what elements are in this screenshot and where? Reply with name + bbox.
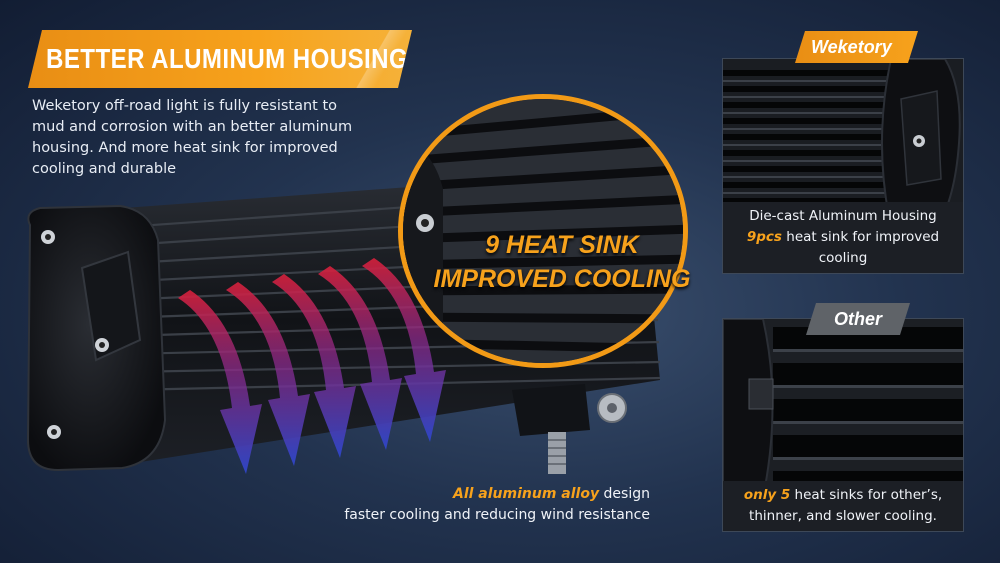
weketory-card-caption: Die-cast Aluminum Housing 9pcs heat sink…	[723, 202, 963, 273]
bottom-caption-line-1: All aluminum alloy design	[340, 484, 650, 505]
weketory-caption-line-1: Die-cast Aluminum Housing	[749, 208, 937, 224]
weketory-comparison-card: Die-cast Aluminum Housing 9pcs heat sink…	[722, 58, 964, 274]
other-caption-highlight: only 5	[743, 487, 791, 503]
other-card-caption: only 5 heat sinks for other’s, thinner, …	[723, 481, 963, 531]
bottom-caption-line-2: faster cooling and reducing wind resista…	[344, 507, 650, 523]
weketory-caption-highlight: 9pcs	[746, 229, 782, 245]
banner-title: BETTER ALUMINUM HOUSING	[46, 43, 409, 74]
zoom-line-1: 9 HEAT SINK	[485, 231, 639, 259]
bottom-caption-rest: design	[599, 486, 650, 502]
weketory-caption-line-2: 9pcs heat sink for improved cooling	[723, 227, 963, 269]
title-banner: BETTER ALUMINUM HOUSING	[28, 30, 412, 88]
zoom-detail-circle	[398, 94, 688, 368]
other-comparison-card: only 5 heat sinks for other’s, thinner, …	[722, 318, 964, 532]
heat-flow-arrow	[272, 274, 356, 458]
heat-sink-closeup	[403, 99, 683, 363]
heat-flow-arrow	[226, 282, 310, 466]
heat-flow-arrow	[318, 266, 402, 450]
zoom-callout: 9 HEAT SINK IMPROVED COOLING	[432, 228, 692, 296]
zoom-line-2: IMPROVED COOLING	[433, 265, 691, 293]
other-caption-line-1: only 5 heat sinks for other’s,	[723, 485, 963, 506]
other-tag: Other	[806, 303, 910, 335]
mounting-bolt	[548, 432, 566, 474]
heat-flow-arrow	[362, 258, 446, 442]
other-heat-sink-photo	[723, 319, 963, 487]
weketory-tag: Weketory	[795, 31, 918, 63]
heat-flow-arrows	[178, 258, 446, 474]
bottom-caption-highlight: All aluminum alloy	[453, 486, 600, 502]
heat-flow-arrow	[178, 290, 262, 474]
intro-text: Weketory off-road light is fully resista…	[32, 98, 353, 177]
other-caption-line-2: thinner, and slower cooling.	[749, 508, 937, 524]
bottom-caption: All aluminum alloy design faster cooling…	[340, 484, 650, 526]
weketory-heat-sink-photo	[723, 59, 963, 227]
weketory-caption-rest: heat sink for improved cooling	[781, 229, 940, 266]
other-caption-rest: heat sinks for other’s,	[790, 487, 943, 503]
